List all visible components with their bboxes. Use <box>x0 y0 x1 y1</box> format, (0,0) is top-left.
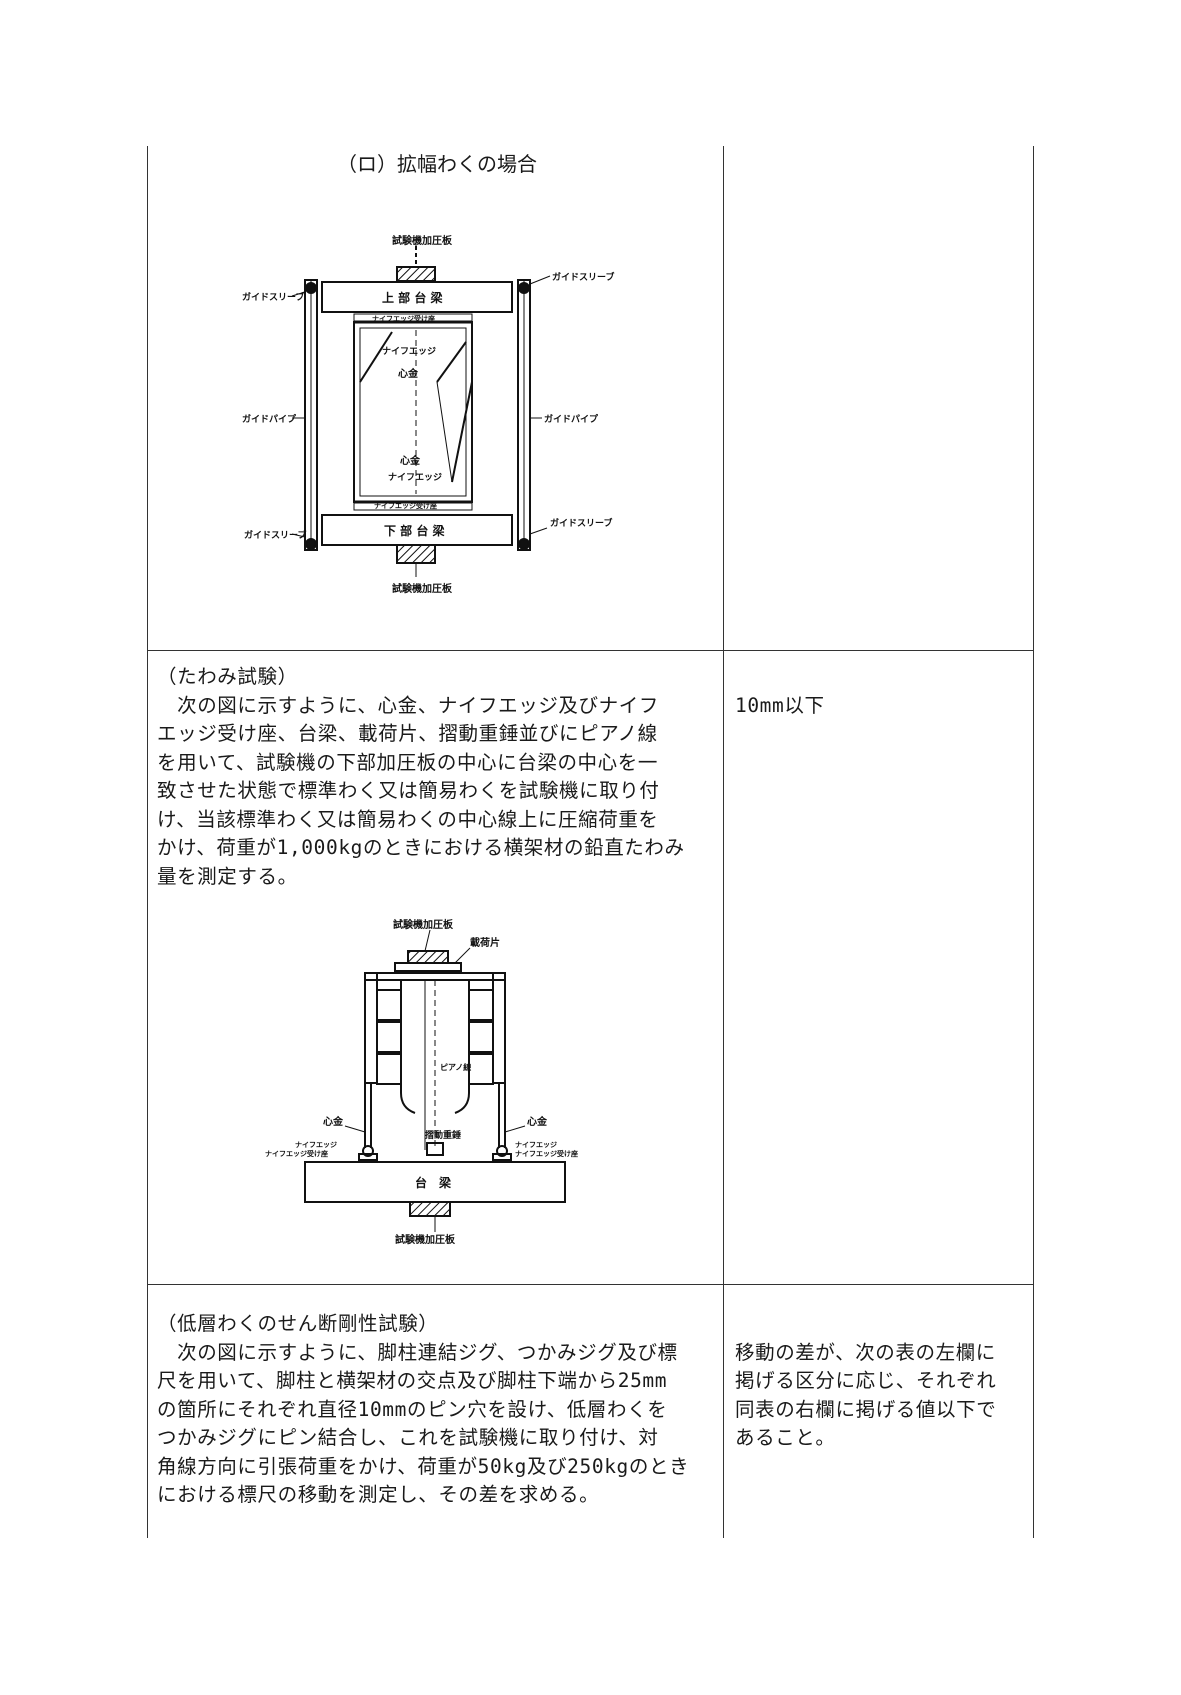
deflection-criterion: 10mm以下 <box>735 694 825 717</box>
row-divider-1 <box>147 650 1034 651</box>
table-border-right <box>1033 146 1034 1538</box>
fig-a-label-knife-edge-bottom: ナイフエッジ <box>388 472 442 483</box>
fig-a-label-knife-seat-top: ナイフエッジ受け座 <box>372 314 435 323</box>
shear-line-6: における標尺の移動を測定し、その差を求める。 <box>157 1483 600 1506</box>
fig-a-label-lower-beam: 下 部 台 梁 <box>384 523 445 538</box>
fig-b-label-beam: 台 梁 <box>415 1175 451 1190</box>
fig-b-label-knife-edge-l: ナイフエッジ <box>295 1141 337 1149</box>
deflection-line-4: 致させた状態で標準わく又は簡易わくを試験機に取り付 <box>157 779 660 802</box>
fig-a-label-knife-seat-bottom: ナイフエッジ受け座 <box>374 501 437 510</box>
figure-a-caption: （ロ）拡幅わくの場合 <box>337 152 537 176</box>
row-divider-2 <box>147 1284 1034 1285</box>
fig-a-label-guide-pipe-l: ガイドパイプ <box>242 413 297 425</box>
shear-heading: （低層わくのせん断剛性試験） <box>157 1312 439 1335</box>
fig-a-label-core-top: 心金 <box>398 367 419 380</box>
shear-line-2: 尺を用いて、脚柱と横架材の交点及び脚柱下端から25mm <box>157 1369 668 1392</box>
fig-b-label-top-plate: 試験機加圧板 <box>393 918 454 931</box>
shear-criterion-line-4: あること。 <box>735 1426 836 1449</box>
deflection-line-5: け、当該標準わく又は簡易わくの中心線上に圧縮荷重を <box>157 808 659 831</box>
fig-a-label-guide-sleeve-tr: ガイドスリーブ <box>552 271 614 283</box>
fig-b-label-knife-edge-r: ナイフエッジ <box>515 1141 557 1149</box>
fig-b-label-bottom-plate: 試験機加圧板 <box>395 1233 456 1246</box>
fig-a-label-guide-sleeve-br: ガイドスリーブ <box>550 517 612 529</box>
fig-a-label-top-plate: 試験機加圧板 <box>392 234 453 247</box>
fig-a-label-guide-sleeve-tl: ガイドスリーブ <box>242 291 304 303</box>
fig-a-label-knife-edge-top: ナイフエッジ <box>382 346 436 357</box>
table-border-middle <box>723 146 724 1538</box>
shear-line-1: 次の図に示すように、脚柱連結ジグ、つかみジグ及び標 <box>157 1341 678 1364</box>
table-border-left <box>147 146 148 1538</box>
shear-criterion-line-1: 移動の差が、次の表の左欄に <box>735 1341 996 1364</box>
fig-b-label-knife-seat-l: ナイフエッジ受け座 <box>265 1149 328 1158</box>
shear-criterion-line-2: 掲げる区分に応じ、それぞれ <box>735 1369 997 1392</box>
figure-b-deflection-test-diagram: 試験機加圧板 載荷片 ピアノ線 心金 心金 摺動重錘 ナイフエッジ ナイフエッジ… <box>265 918 578 1246</box>
fig-a-label-guide-pipe-r: ガイドパイプ <box>544 413 599 425</box>
fig-b-label-core-r: 心金 <box>527 1115 548 1128</box>
fig-b-label-core-l: 心金 <box>323 1115 344 1128</box>
shear-line-3: の箇所にそれぞれ直径10mmのピン穴を設け、低層わくを <box>157 1398 668 1421</box>
fig-a-label-bottom-plate: 試験機加圧板 <box>392 582 453 595</box>
deflection-line-3: を用いて、試験機の下部加圧板の中心に台梁の中心を一 <box>157 751 658 774</box>
fig-b-label-piano-wire: ピアノ線 <box>440 1062 471 1072</box>
shear-criterion-line-3: 同表の右欄に掲げる値以下で <box>735 1398 997 1421</box>
shear-line-4: つかみジグにピン結合し、これを試験機に取り付け、対 <box>157 1426 659 1449</box>
deflection-line-6: かけ、荷重が1,000kgのときにおける横架材の鉛直たわみ <box>157 836 685 859</box>
deflection-line-2: エッジ受け座、台梁、載荷片、摺動重錘並びにピアノ線 <box>157 722 658 745</box>
fig-a-label-core-bottom: 心金 <box>400 454 421 467</box>
shear-line-5: 角線方向に引張荷重をかけ、荷重が50kg及び250kgのとき <box>157 1455 690 1478</box>
deflection-line-1: 次の図に示すように、心金、ナイフエッジ及びナイフ <box>157 694 659 717</box>
figure-a-wide-frame-diagram: 試験機加圧板 ガイドスリーブ ガイドスリーブ 上 部 台 梁 ナイフエッジ受け座… <box>242 234 614 595</box>
fig-a-label-upper-beam: 上 部 台 梁 <box>382 290 443 305</box>
fig-a-label-guide-sleeve-bl: ガイドスリーブ <box>244 529 306 541</box>
deflection-heading: （たわみ試験） <box>157 665 298 688</box>
fig-b-label-sliding-weight: 摺動重錘 <box>425 1129 461 1141</box>
fig-b-label-knife-seat-r: ナイフエッジ受け座 <box>515 1149 578 1158</box>
deflection-line-7: 量を測定する。 <box>157 865 298 888</box>
fig-b-label-load-piece: 載荷片 <box>470 936 500 949</box>
